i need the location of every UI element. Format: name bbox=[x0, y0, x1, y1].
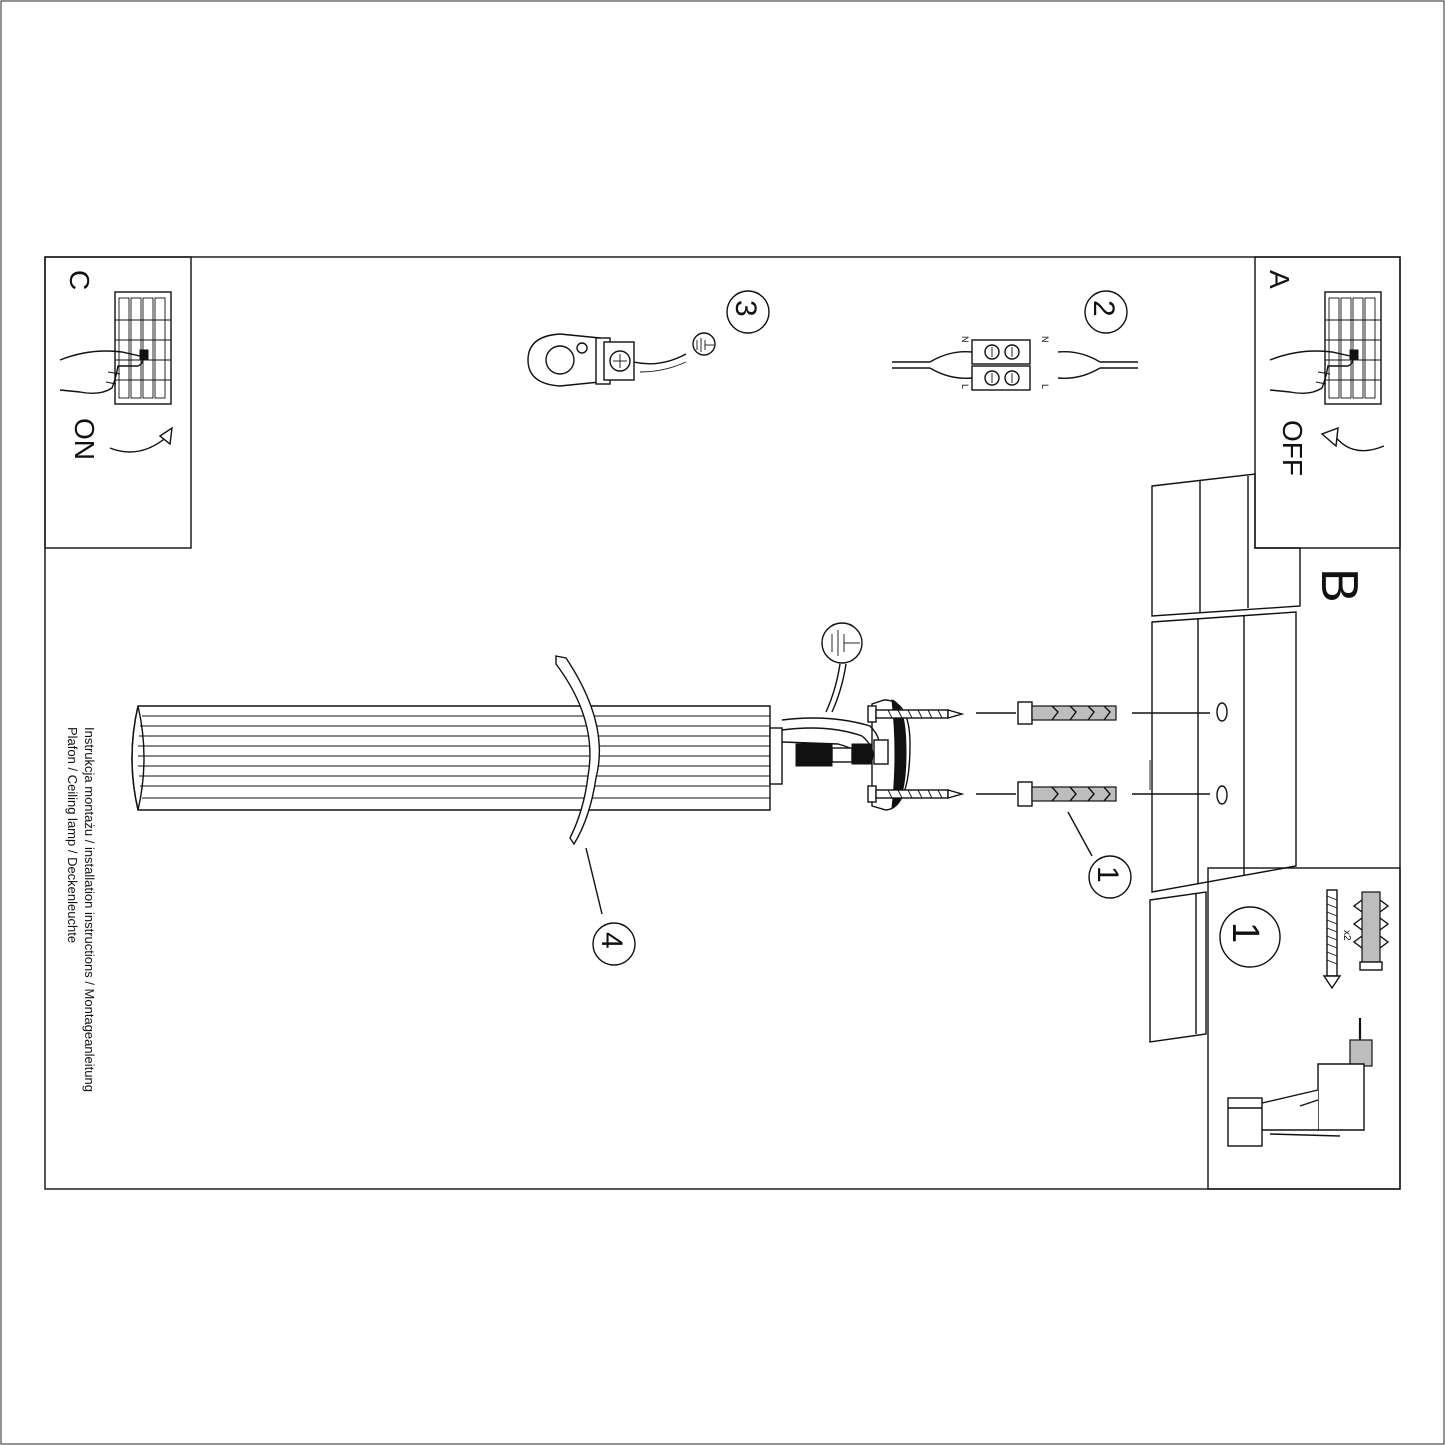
sheet-title: Instrukcja montażu / installation instru… bbox=[65, 727, 97, 1092]
panel-b-letter: B bbox=[1310, 568, 1368, 603]
ground-symbol-icon bbox=[692, 332, 716, 356]
ceiling-board-2 bbox=[1151, 611, 1297, 893]
lamp-connector bbox=[795, 743, 833, 767]
terminal-l-right: L bbox=[1040, 384, 1050, 389]
screw-icon bbox=[867, 705, 965, 723]
panel-b: B bbox=[1149, 473, 1368, 1043]
step-4-badge bbox=[592, 922, 636, 966]
kit-box-number: 1 bbox=[1224, 922, 1266, 943]
panel-c: C ON bbox=[44, 256, 192, 549]
panel-a-frame bbox=[1254, 256, 1401, 549]
wall-switch-icon bbox=[1324, 291, 1382, 405]
step-4-number: 4 bbox=[595, 932, 628, 949]
terminal-block-icon bbox=[971, 339, 1031, 391]
ceiling-hole-bottom bbox=[1216, 785, 1228, 805]
wall-plug-icon bbox=[1017, 781, 1117, 807]
ceiling-board-1 bbox=[1151, 473, 1301, 617]
terminal-n-right: N bbox=[1040, 336, 1050, 343]
ceiling-board-3 bbox=[1149, 891, 1207, 1043]
kit-box: 1 x2 bbox=[1207, 867, 1401, 1190]
ground-lug bbox=[527, 333, 601, 387]
step-3-badge bbox=[726, 290, 770, 334]
lamp-ribs bbox=[138, 715, 770, 799]
panel-a-label: OFF bbox=[1277, 420, 1308, 476]
step-3: 3 bbox=[527, 290, 770, 387]
main-frame bbox=[44, 256, 1401, 1190]
terminal-n-left: N bbox=[960, 336, 970, 343]
panel-a: A OFF bbox=[1254, 256, 1401, 549]
step-1-number: 1 bbox=[1091, 866, 1124, 883]
panel-c-letter: C bbox=[64, 270, 95, 290]
screw-icon bbox=[1322, 889, 1342, 990]
wall-plug-icon bbox=[1017, 701, 1117, 725]
panel-a-letter: A bbox=[1264, 270, 1295, 289]
step-4: 4 bbox=[585, 847, 636, 966]
kit-box-frame bbox=[1207, 867, 1401, 1190]
step-1-badge bbox=[1088, 855, 1132, 899]
drill-icon bbox=[1227, 1018, 1373, 1147]
kit-box-quantity: x2 bbox=[1341, 930, 1352, 941]
rotate-arrow-icon bbox=[1331, 431, 1385, 452]
ground-wire-lamp bbox=[825, 663, 841, 713]
hand-icon bbox=[59, 350, 144, 395]
lamp-body bbox=[131, 622, 889, 846]
mount-assembly bbox=[867, 699, 1210, 811]
kit-box-badge bbox=[1219, 906, 1281, 968]
step-2-badge bbox=[1084, 290, 1128, 334]
step-3-number: 3 bbox=[729, 300, 762, 317]
retaining-ring bbox=[555, 655, 601, 846]
ground-wire bbox=[633, 353, 687, 365]
terminal-l-left: L bbox=[960, 384, 970, 389]
title-line-2: Plafon / Ceiling lamp / Deckenleuchte bbox=[65, 727, 80, 943]
rotate-arrow-icon bbox=[109, 435, 169, 453]
panel-c-frame bbox=[44, 256, 192, 549]
step-1: 1 bbox=[1067, 811, 1132, 899]
ground-symbol-icon bbox=[821, 622, 863, 664]
wall-switch-icon bbox=[114, 291, 172, 405]
ceiling-hole-top bbox=[1216, 702, 1228, 722]
hand-icon bbox=[1269, 350, 1354, 395]
screw-icon bbox=[867, 785, 965, 803]
lamp-tube bbox=[131, 705, 771, 811]
step-2: 2 N N L L bbox=[892, 290, 1138, 391]
title-line-1: Instrukcja montażu / installation instru… bbox=[82, 727, 97, 1092]
step-2-number: 2 bbox=[1087, 300, 1120, 317]
panel-c-label: ON bbox=[69, 418, 100, 460]
wall-plug-icon bbox=[1352, 891, 1390, 971]
